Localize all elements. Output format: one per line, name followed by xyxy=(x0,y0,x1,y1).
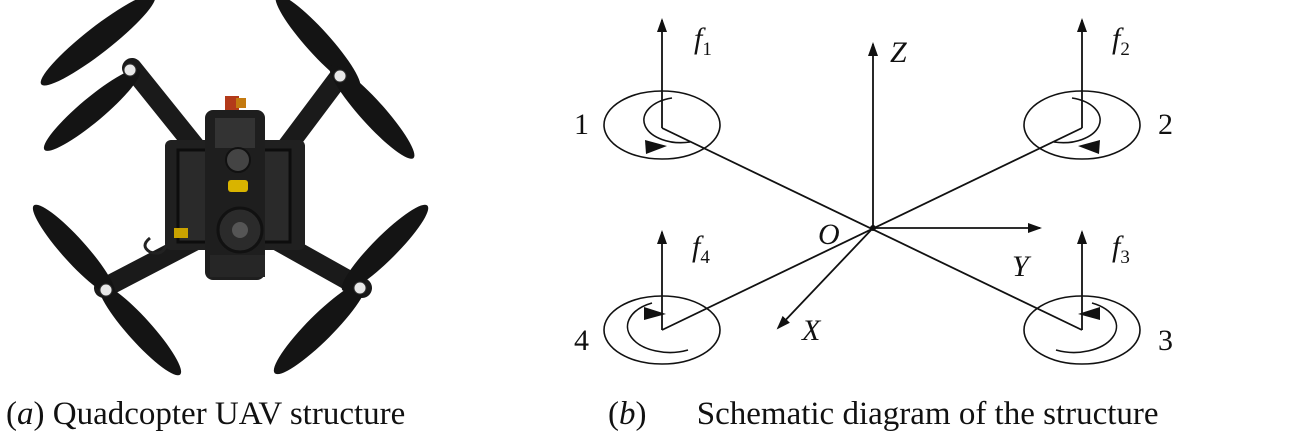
force-label-4: f4 xyxy=(692,230,710,268)
rotor-number-2: 2 xyxy=(1158,108,1173,141)
origin-point xyxy=(870,225,876,231)
rotor-2 xyxy=(1023,90,1141,160)
rotor-4 xyxy=(603,295,721,365)
caption-a-tag: (a) xyxy=(6,396,45,432)
x-axis xyxy=(776,227,874,330)
caption-b-text: Schematic diagram of the structure xyxy=(696,396,1159,432)
caption-a: (a) Quadcopter UAV structure xyxy=(6,394,405,434)
drone-motors xyxy=(99,63,367,297)
y-axis-label: Y xyxy=(1012,250,1032,283)
force-label-3: f3 xyxy=(1112,230,1130,268)
rotor-1 xyxy=(603,90,721,160)
drone-propellers xyxy=(32,0,429,376)
rotor-number-1: 1 xyxy=(574,108,589,141)
caption-a-text: Quadcopter UAV structure xyxy=(52,396,406,432)
structure-schematic: f1 f2 f3 f4 1 2 3 4 Z Y X O xyxy=(574,18,1173,365)
rotor-3 xyxy=(1023,295,1141,365)
caption-b: (b) Schematic diagram of the structure xyxy=(608,394,1159,434)
drone-body xyxy=(143,96,305,280)
origin-label: O xyxy=(818,218,840,251)
z-axis-label: Z xyxy=(890,36,907,69)
force-label-2: f2 xyxy=(1112,22,1130,60)
body-axes xyxy=(776,42,1042,330)
quadcopter-photo xyxy=(32,0,429,376)
thrust-vectors xyxy=(657,18,1087,330)
force-label-1: f1 xyxy=(694,22,712,60)
rotor-number-4: 4 xyxy=(574,324,589,357)
x-axis-label: X xyxy=(801,314,822,347)
caption-b-tag: (b) xyxy=(608,396,647,432)
rotor-number-3: 3 xyxy=(1158,324,1173,357)
